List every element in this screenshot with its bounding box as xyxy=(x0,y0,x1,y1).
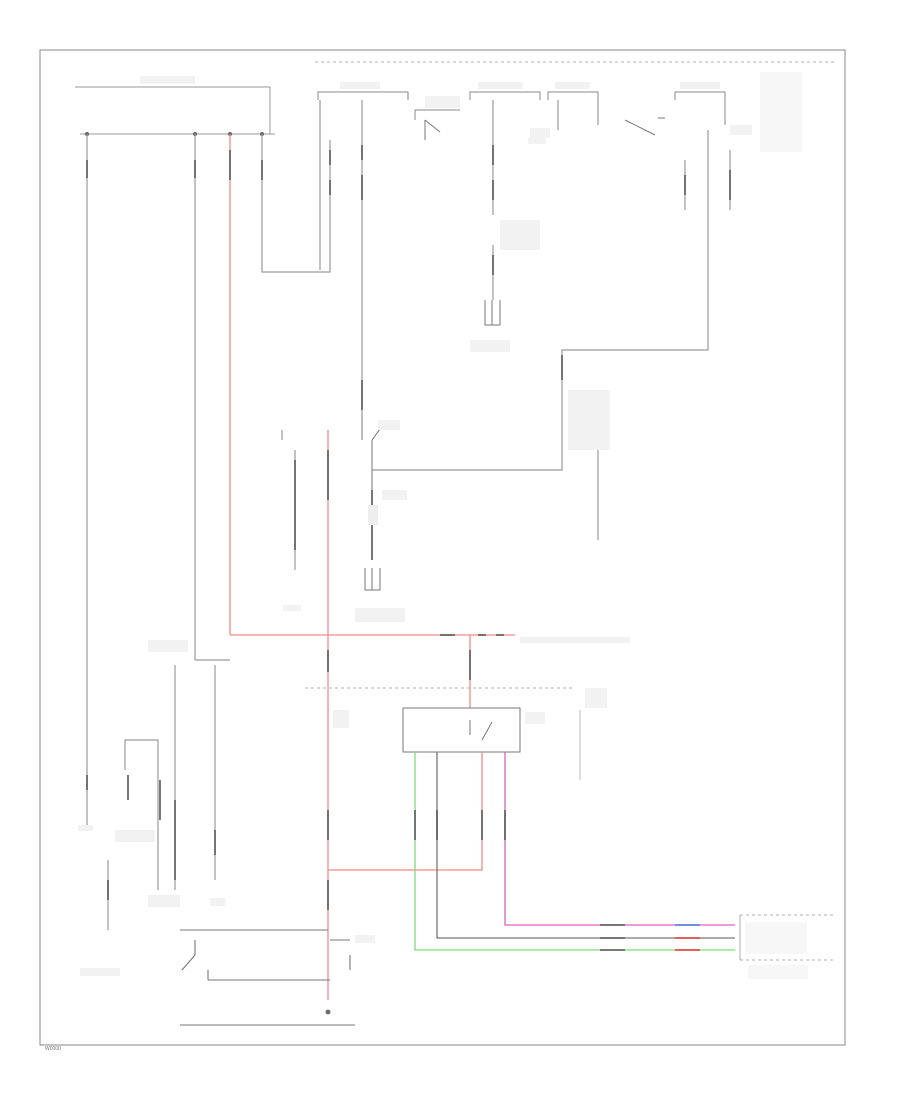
top-connectors xyxy=(317,72,802,152)
connector-marks xyxy=(86,145,731,900)
control-module xyxy=(305,687,607,780)
red-connector-marks xyxy=(229,150,504,910)
starter-circuit xyxy=(80,929,375,1026)
right-legend-block xyxy=(760,72,802,152)
label-blocks xyxy=(78,138,630,907)
red-wires xyxy=(229,134,515,1000)
module-wires xyxy=(414,752,735,951)
ground-symbols xyxy=(364,300,501,591)
engine-control-module xyxy=(739,914,835,979)
top-switches xyxy=(424,117,752,140)
module-connector-marks xyxy=(414,810,700,951)
fuse-box-label-block xyxy=(140,76,195,84)
fuse-relay-box xyxy=(75,76,275,136)
gray-wires xyxy=(86,100,731,930)
footer-code: W0000 xyxy=(45,1046,61,1052)
diagram-frame xyxy=(39,49,846,1046)
